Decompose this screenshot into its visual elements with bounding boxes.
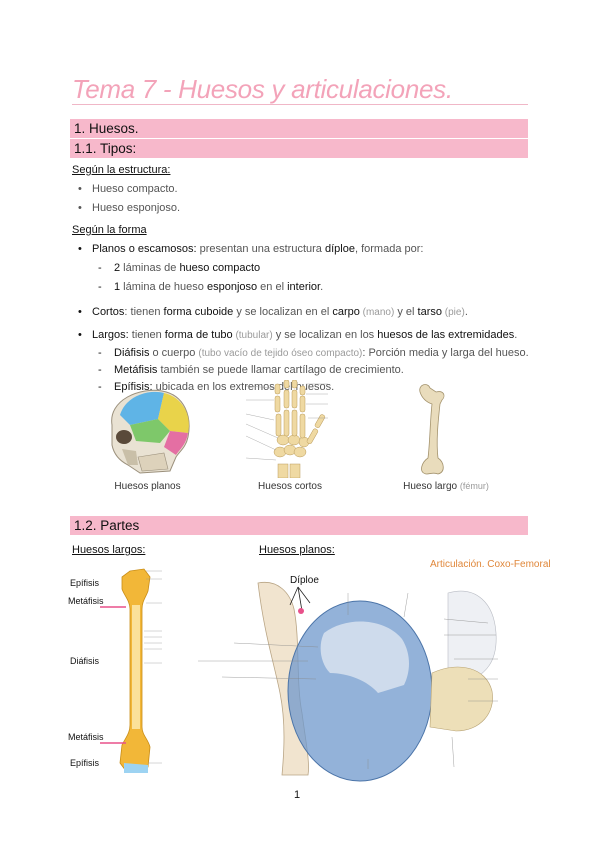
subheading-forma: Según la forma [72,224,147,236]
femur-illustration [419,384,445,475]
label-articulacion: Articulación. Coxo-Femoral [430,559,551,570]
forma-list: Planos o escamosos: presentan una estruc… [78,240,529,396]
label-epifisis: Epífisis [70,578,100,588]
list-item-cortos: Cortos: tienen forma cuboide y se locali… [78,303,529,322]
section-band-tipos: 1.1. Tipos: [70,139,528,158]
section-band-partes: 1.2. Partes [70,516,528,535]
term: Planos o escamosos: [92,243,197,255]
caption-huesos-planos: Huesos planos [114,481,181,492]
list-item-largos: Largos: tienen forma de tubo (tubular) y… [78,326,529,345]
section-heading: 1.1. Tipos: [74,141,137,156]
sublist-item: -Metáfisis también se puede llamar cartí… [98,364,404,376]
label-diploe: Díploe [290,575,319,586]
label-epifisis: Epífisis [70,758,100,768]
long-bone-diagram [100,568,162,773]
section-heading: 1.2. Partes [74,518,140,533]
hip-joint-diagram: Articulación. Coxo-Femoral Díploe [198,559,551,782]
title-divider [72,104,528,105]
page-number: 1 [294,789,301,801]
caption-hueso-largo: Hueso largo (fémur) [403,481,489,492]
label-metafisis: Metáfisis [68,732,104,742]
estructura-list: Hueso compacto. Hueso esponjoso. [78,180,180,218]
label-diafisis: Diáfisis [70,656,100,666]
hand-bones-illustration [245,380,328,478]
section-heading: 1. Huesos. [74,121,139,136]
section-band-huesos: 1. Huesos. [70,119,528,138]
sublist-item: -Epífisis: ubicada en los extremos del h… [98,381,335,393]
skull-illustration [111,389,190,474]
caption-huesos-cortos: Huesos cortos [258,481,322,492]
sublist-item: -Diáfisis o cuerpo (tubo vacío de tejido… [98,347,529,359]
label-metafisis: Metáfisis [68,596,104,606]
sublist-item: -1 lámina de hueso esponjoso en el inter… [98,281,324,293]
list-item: Hueso esponjoso. [78,199,180,218]
subheading-estructura: Según la estructura: [72,164,171,176]
page-title: Tema 7 - Huesos y articulaciones. [72,74,453,104]
sublist-item: -2 láminas de hueso compacto [98,262,261,274]
subheading-huesos-planos: Huesos planos: [259,544,335,556]
subheading-huesos-largos: Huesos largos: [72,544,146,556]
list-item: Hueso compacto. [78,180,180,199]
list-item-planos: Planos o escamosos: presentan una estruc… [78,240,529,259]
